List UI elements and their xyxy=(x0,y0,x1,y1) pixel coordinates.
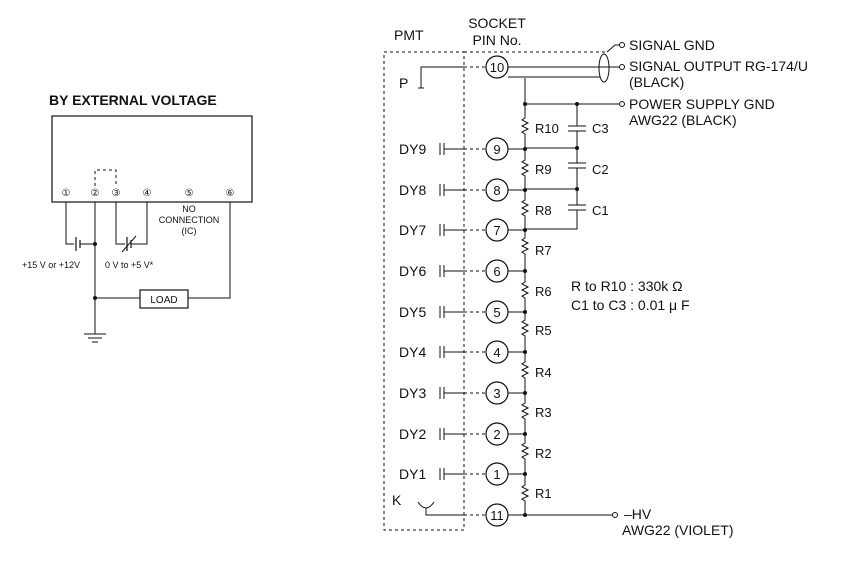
power-gnd-terminal xyxy=(619,101,625,107)
resistor-labels: R10 R9 R8 R7 R6 R5 R4 R3 R2 R1 xyxy=(535,121,559,501)
svg-text:NO: NO xyxy=(182,204,196,214)
left-title: BY EXTERNAL VOLTAGE xyxy=(49,92,217,108)
cathode-label: K xyxy=(392,492,402,508)
module-pin-2: ② xyxy=(91,188,100,199)
svg-text:(IC): (IC) xyxy=(182,226,197,236)
capacitor-chain xyxy=(525,104,586,230)
svg-text:CONNECTION: CONNECTION xyxy=(159,215,220,225)
signal-output-label: SIGNAL OUTPUT RG-174/U xyxy=(629,58,808,74)
load-label: LOAD xyxy=(150,295,177,306)
module-pin-1: ① xyxy=(62,188,71,199)
svg-text:9: 9 xyxy=(493,142,500,157)
svg-text:R10: R10 xyxy=(535,121,559,136)
dynode-row-dy1: DY1 1 xyxy=(399,462,527,486)
svg-text:R4: R4 xyxy=(535,365,552,380)
dynode-row-dy9: DY9 9 xyxy=(399,137,527,161)
svg-text:DY9: DY9 xyxy=(399,141,426,157)
svg-text:R2: R2 xyxy=(535,446,552,461)
dynode-row-dy3: DY3 3 xyxy=(399,381,527,405)
dynode-row-dy6: DY6 6 xyxy=(399,259,527,283)
svg-text:10: 10 xyxy=(490,60,504,75)
pin-2-3-jumper xyxy=(94,169,117,186)
module-pin-labels: ① ② ③ ④ ⑤ ⑥ xyxy=(62,188,235,199)
svg-text:7: 7 xyxy=(493,223,500,238)
anode-label: P xyxy=(399,75,408,91)
dynode-rows: DY9 9 DY8 8 DY7 7 DY6 6 xyxy=(399,137,527,486)
svg-text:3: 3 xyxy=(493,386,500,401)
dynode-row-dy5: DY5 5 xyxy=(399,300,527,324)
dynode-row-dy4: DY4 4 xyxy=(399,340,527,364)
signal-output-color: (BLACK) xyxy=(629,74,684,90)
module-pin-3: ③ xyxy=(112,188,121,199)
svg-text:DY5: DY5 xyxy=(399,304,426,320)
svg-text:DY6: DY6 xyxy=(399,263,426,279)
svg-text:DY1: DY1 xyxy=(399,466,426,482)
hv-label: –HV xyxy=(624,506,652,522)
dynode-row-dy7: DY7 7 xyxy=(399,218,527,242)
power-gnd-label: POWER SUPPLY GND xyxy=(629,96,775,112)
hv-wire-label: AWG22 (VIOLET) xyxy=(622,522,734,538)
cathode-symbol xyxy=(417,501,435,509)
svg-text:6: 6 xyxy=(493,264,500,279)
svg-text:8: 8 xyxy=(493,183,500,198)
capacitor-labels: C3 C2 C1 xyxy=(592,121,609,218)
module-pin-5: ⑤ xyxy=(185,188,194,199)
resistor-chain xyxy=(520,104,530,514)
external-wiring xyxy=(65,202,231,343)
svg-text:DY3: DY3 xyxy=(399,385,426,401)
supply-label-15v: +15 V or +12V xyxy=(22,260,80,270)
svg-text:DY8: DY8 xyxy=(399,182,426,198)
module-box xyxy=(51,115,253,203)
svg-text:R6: R6 xyxy=(535,284,552,299)
svg-text:C3: C3 xyxy=(592,121,609,136)
svg-text:DY2: DY2 xyxy=(399,426,426,442)
supply-label-0-5v: 0 V to +5 V* xyxy=(105,260,154,270)
signal-gnd-label: SIGNAL GND xyxy=(629,37,715,53)
svg-text:5: 5 xyxy=(493,305,500,320)
resistor-note: R to R10 : 330k Ω xyxy=(571,278,683,294)
load-box xyxy=(139,289,189,309)
signal-gnd-terminal xyxy=(619,42,625,48)
svg-text:DY7: DY7 xyxy=(399,222,426,238)
svg-text:R1: R1 xyxy=(535,486,552,501)
svg-text:11: 11 xyxy=(490,508,504,523)
svg-text:C1: C1 xyxy=(592,203,609,218)
capacitor-note: C1 to C3 : 0.01 μ F xyxy=(571,297,690,313)
dynode-row-dy8: DY8 8 xyxy=(399,178,527,202)
svg-text:C2: C2 xyxy=(592,162,609,177)
dynode-row-dy2: DY2 2 xyxy=(399,422,527,446)
svg-text:2: 2 xyxy=(493,427,500,442)
socket-label: SOCKET xyxy=(468,15,526,31)
no-connection-label: NO CONNECTION (IC) xyxy=(159,204,220,236)
power-gnd-wire-label: AWG22 (BLACK) xyxy=(629,112,737,128)
signal-output-terminal xyxy=(619,64,625,70)
pmt-label: PMT xyxy=(394,27,424,43)
anode-symbol xyxy=(418,66,464,89)
svg-text:4: 4 xyxy=(493,345,500,360)
coax-shield-icon xyxy=(598,53,610,83)
module-pin-4: ④ xyxy=(143,188,152,199)
pmt-box xyxy=(383,51,465,531)
pin-no-label: PIN No. xyxy=(472,32,521,48)
svg-text:R5: R5 xyxy=(535,323,552,338)
hv-terminal xyxy=(612,512,618,518)
module-pin-6: ⑥ xyxy=(226,188,235,199)
svg-text:R9: R9 xyxy=(535,162,552,177)
svg-text:R7: R7 xyxy=(535,243,552,258)
svg-text:R3: R3 xyxy=(535,405,552,420)
svg-text:R8: R8 xyxy=(535,203,552,218)
svg-text:DY4: DY4 xyxy=(399,344,426,360)
svg-text:1: 1 xyxy=(493,467,500,482)
